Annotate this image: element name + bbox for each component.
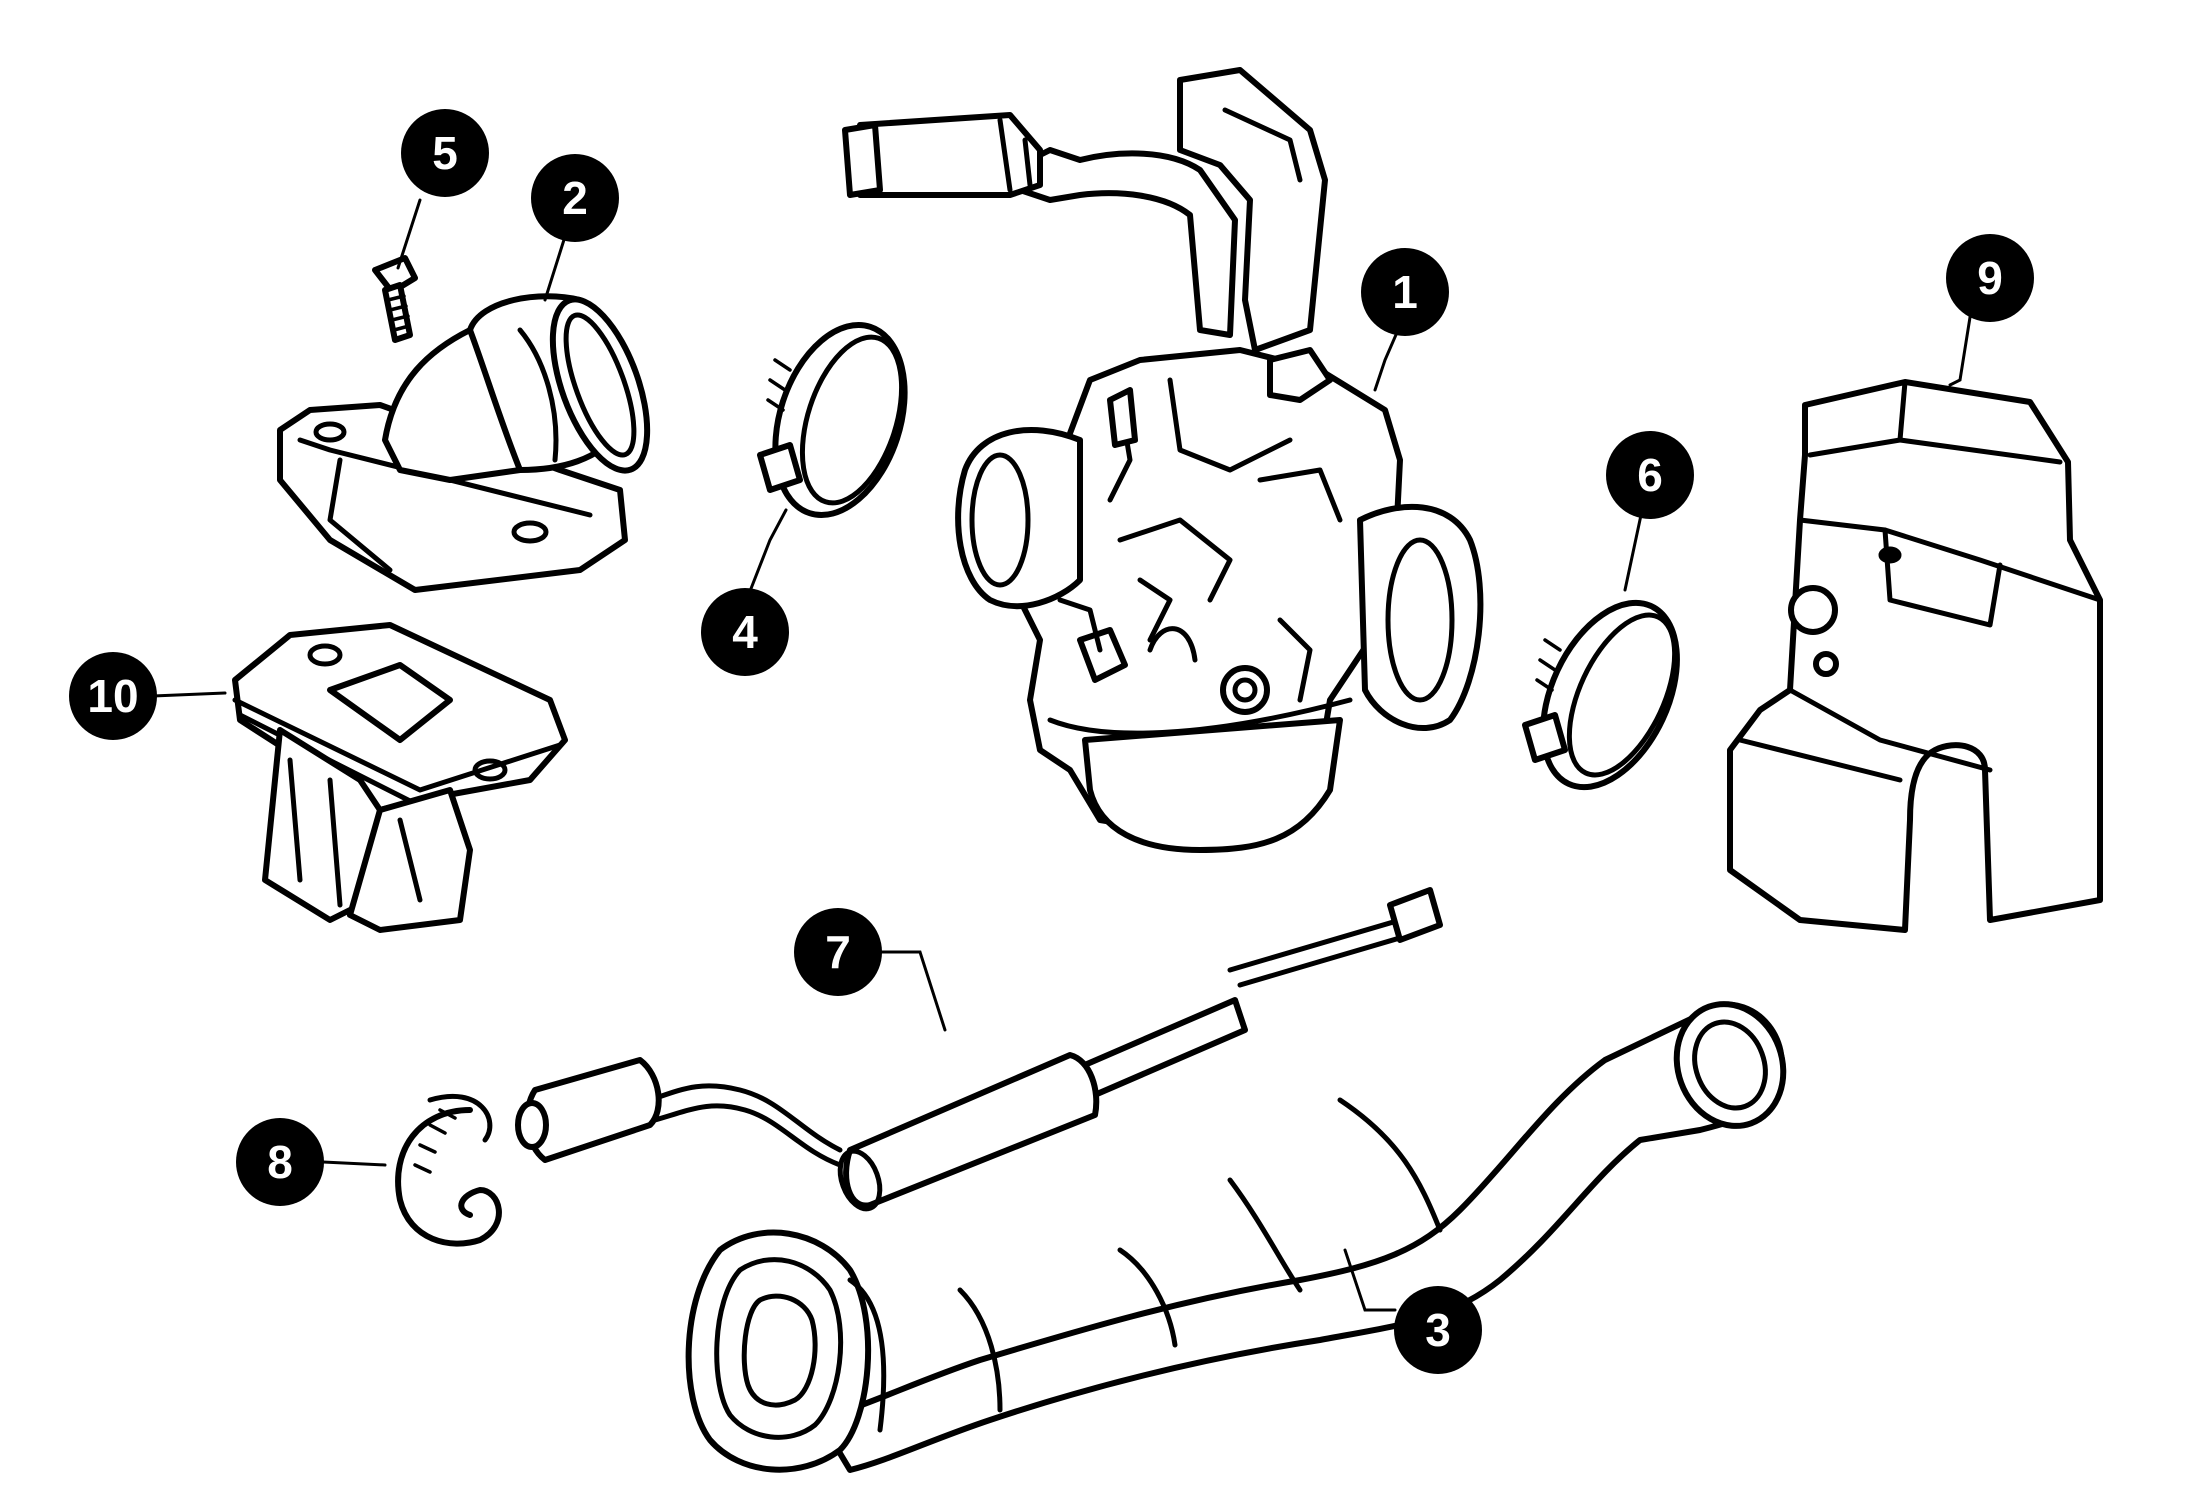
callout-label: 4 <box>732 606 758 658</box>
callout-5: 5 <box>401 109 489 197</box>
callout-label: 2 <box>562 172 588 224</box>
spring-clip-part <box>395 1093 502 1247</box>
carburetor-part <box>842 67 1484 853</box>
callout-label: 3 <box>1425 1304 1451 1356</box>
callout-7: 7 <box>794 908 882 996</box>
reed-valve-part <box>232 622 568 933</box>
callout-6: 6 <box>1606 431 1694 519</box>
callout-label: 10 <box>87 670 138 722</box>
hose-clamp-part <box>757 321 908 519</box>
callout-8: 8 <box>236 1118 324 1206</box>
hose-clamp-part <box>1522 599 1680 791</box>
callout-1: 1 <box>1361 248 1449 336</box>
fuel-line-part <box>515 887 1443 1212</box>
callout-4: 4 <box>701 588 789 676</box>
callout-label: 5 <box>432 127 458 179</box>
intake-manifold-part <box>277 293 651 593</box>
callout-2: 2 <box>531 154 619 242</box>
callout-9: 9 <box>1946 234 2034 322</box>
callout-3: 3 <box>1394 1286 1482 1374</box>
callout-label: 9 <box>1977 252 2003 304</box>
callout-label: 7 <box>825 926 851 978</box>
foam-block-part <box>1727 379 2103 933</box>
callout-10: 10 <box>69 652 157 740</box>
callout-label: 6 <box>1637 449 1663 501</box>
callout-label: 1 <box>1392 266 1418 318</box>
screw-part <box>372 255 418 343</box>
intake-hose-part <box>685 1001 1787 1473</box>
callout-label: 8 <box>267 1136 293 1188</box>
